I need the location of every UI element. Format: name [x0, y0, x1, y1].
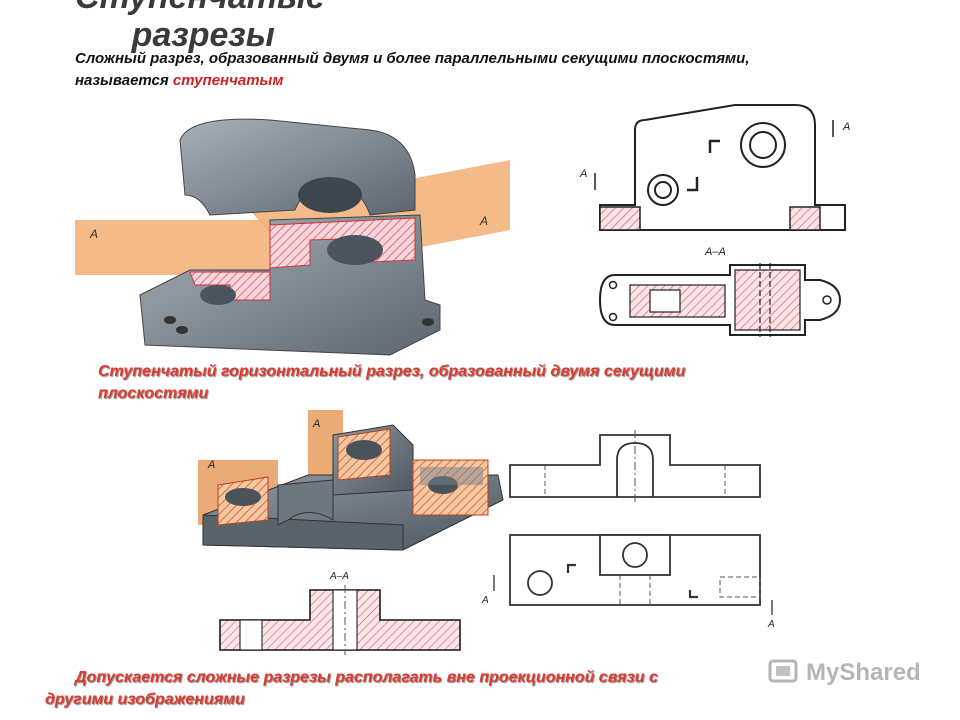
caption-placement-note: Допускается сложные разрезы располагать … — [45, 667, 865, 711]
isometric-part-section-top: А А — [75, 118, 510, 356]
top-label-a-left: А — [481, 595, 489, 606]
front-label-a-left: А — [579, 168, 587, 180]
orthographic-views-bottom: А А — [481, 430, 775, 630]
top-label-a-right: А — [767, 619, 775, 630]
plane-label-a-side: А — [207, 459, 215, 471]
watermark-text: MyShared — [806, 659, 921, 686]
section-bottom-label-aa: А–А — [329, 571, 349, 582]
section-aa-bottom: А–А — [219, 571, 461, 655]
watermark-icon — [768, 659, 798, 683]
isometric-part-section-bottom: А А — [198, 410, 504, 551]
orthographic-views-top: А А А–А — [579, 104, 850, 337]
caption-placement-line1: Допускается сложные разрезы располагать … — [75, 669, 658, 686]
plane-label-a-left: А — [89, 227, 98, 241]
definition-highlight: ступенчатым — [172, 72, 284, 89]
plane-label-a-right: А — [479, 214, 488, 228]
section-label-aa: А–А — [704, 246, 726, 258]
front-label-a-right: А — [842, 121, 850, 133]
page-title: Ступенчатые разрезы — [75, 0, 325, 54]
definition-text: Сложный разрез, образованный двумя и бол… — [75, 48, 835, 92]
definition-body: Сложный разрез, образованный двумя и бол… — [75, 50, 750, 89]
caption-stepped-horizontal-section: Ступенчатый горизонтальный разрез, образ… — [98, 363, 686, 402]
watermark-logo: MyShared — [768, 657, 938, 691]
plane-label-a-top: А — [312, 418, 320, 430]
caption-placement-line2: другими изображениями — [45, 691, 245, 708]
